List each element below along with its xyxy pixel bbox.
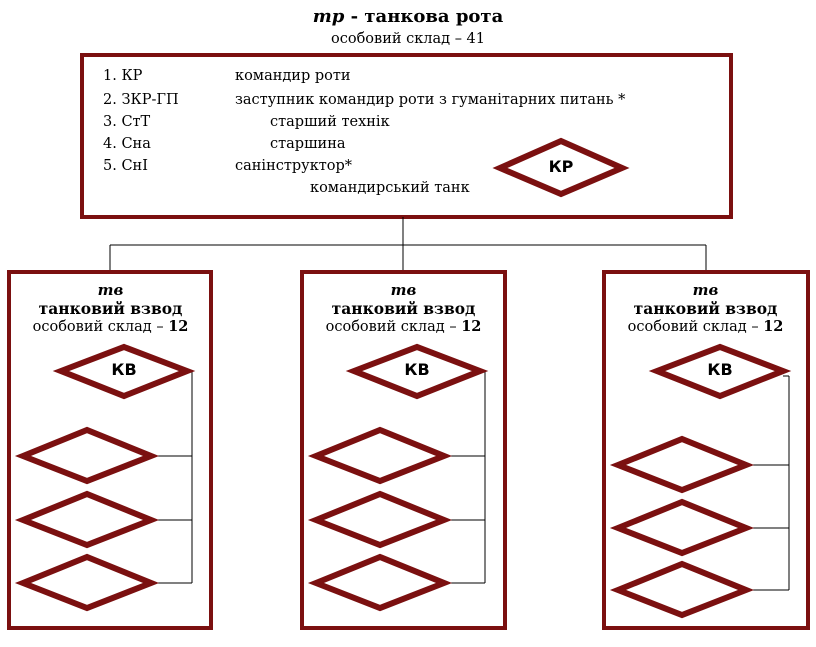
platoon-2-staff: особовий склад – 12 [301, 318, 506, 335]
company-staff-count: особовий склад – 41 [330, 31, 486, 47]
platoon-3-abbr: тв [692, 281, 719, 299]
platoon-3-name: танковий взвод [633, 299, 778, 318]
roster-num-1: 1. КР [103, 68, 143, 84]
platoon-1-staff-label: особовий склад – [32, 319, 169, 335]
platoon-3-tank-diamond-3 [609, 560, 755, 619]
roster-num-3: 3. СтТ [103, 114, 151, 130]
platoon-3-staff-count: 12 [763, 318, 784, 335]
roster-role-5: санінструктор* [235, 158, 353, 174]
platoon-2-commander-tank-diamond [345, 343, 489, 400]
platoon-2-header: тв танковий взвод особовий склад – 12 [301, 281, 506, 335]
platoon-box-3 [602, 270, 810, 630]
platoon-2-staff-label: особовий склад – [325, 319, 462, 335]
platoon-1-commander-tank-diamond [52, 343, 196, 400]
roster-role-2: заступник командир роти з гуманітарних п… [235, 92, 626, 108]
platoon-2-tank-diamond-2 [307, 490, 453, 549]
roster-role-3: старший технік [270, 114, 390, 130]
roster-num-5: 5. СнІ [103, 158, 148, 174]
platoon-box-2 [300, 270, 507, 630]
platoon-3-commander-label: КВ [707, 360, 733, 379]
platoon-2-tank-diamond-1 [307, 426, 453, 485]
platoon-1-staff: особовий склад – 12 [8, 318, 213, 335]
platoon-3-tank-diamond-2 [609, 498, 755, 557]
company-commander-tank-label: КР [548, 157, 574, 176]
roster-role-1: командир роти [235, 68, 351, 84]
company-platoon-connectors [109, 217, 707, 272]
platoon-3-header: тв танковий взвод особовий склад – 12 [603, 281, 808, 335]
platoon-2-commander-label: КВ [404, 360, 430, 379]
platoon-1-staff-count: 12 [168, 318, 189, 335]
platoon-1-abbr: тв [97, 281, 124, 299]
roster-num-4: 4. Сна [103, 136, 151, 152]
platoon-3-tank-diamond-1 [609, 435, 755, 494]
platoon-1-tank-diamond-3 [14, 553, 160, 612]
platoon-1-tank-diamond-2 [14, 490, 160, 549]
platoon-1-commander-label: КВ [111, 360, 137, 379]
roster-num-2: 2. ЗКР-ГП [103, 92, 179, 108]
platoon-2-tank-diamond-3 [307, 553, 453, 612]
platoon-2-name: танковий взвод [331, 299, 476, 318]
platoon-1-tank-diamond-1 [14, 426, 160, 485]
platoon-1-name: танковий взвод [38, 299, 183, 318]
platoon-3-connectors [750, 375, 790, 591]
page-title: тр - танкова рота [0, 6, 816, 27]
company-commander-tank-diamond [492, 137, 630, 198]
platoon-2-abbr: тв [390, 281, 417, 299]
title-separator: - [344, 6, 365, 27]
company-box [80, 53, 733, 219]
platoon-2-connectors [448, 370, 486, 584]
platoon-2-staff-count: 12 [461, 318, 482, 335]
platoon-3-commander-tank-diamond [648, 343, 792, 400]
commander-tank-caption: командирський танк [310, 180, 470, 196]
platoon-1-connectors [155, 370, 193, 584]
platoon-3-staff: особовий склад – 12 [603, 318, 808, 335]
platoon-box-1 [7, 270, 213, 630]
platoon-3-staff-label: особовий склад – [627, 319, 764, 335]
title-text: танкова рота [364, 6, 504, 27]
roster-role-4: старшина [270, 136, 346, 152]
title-abbreviation: тр [312, 6, 345, 27]
platoon-1-header: тв танковий взвод особовий склад – 12 [8, 281, 213, 335]
